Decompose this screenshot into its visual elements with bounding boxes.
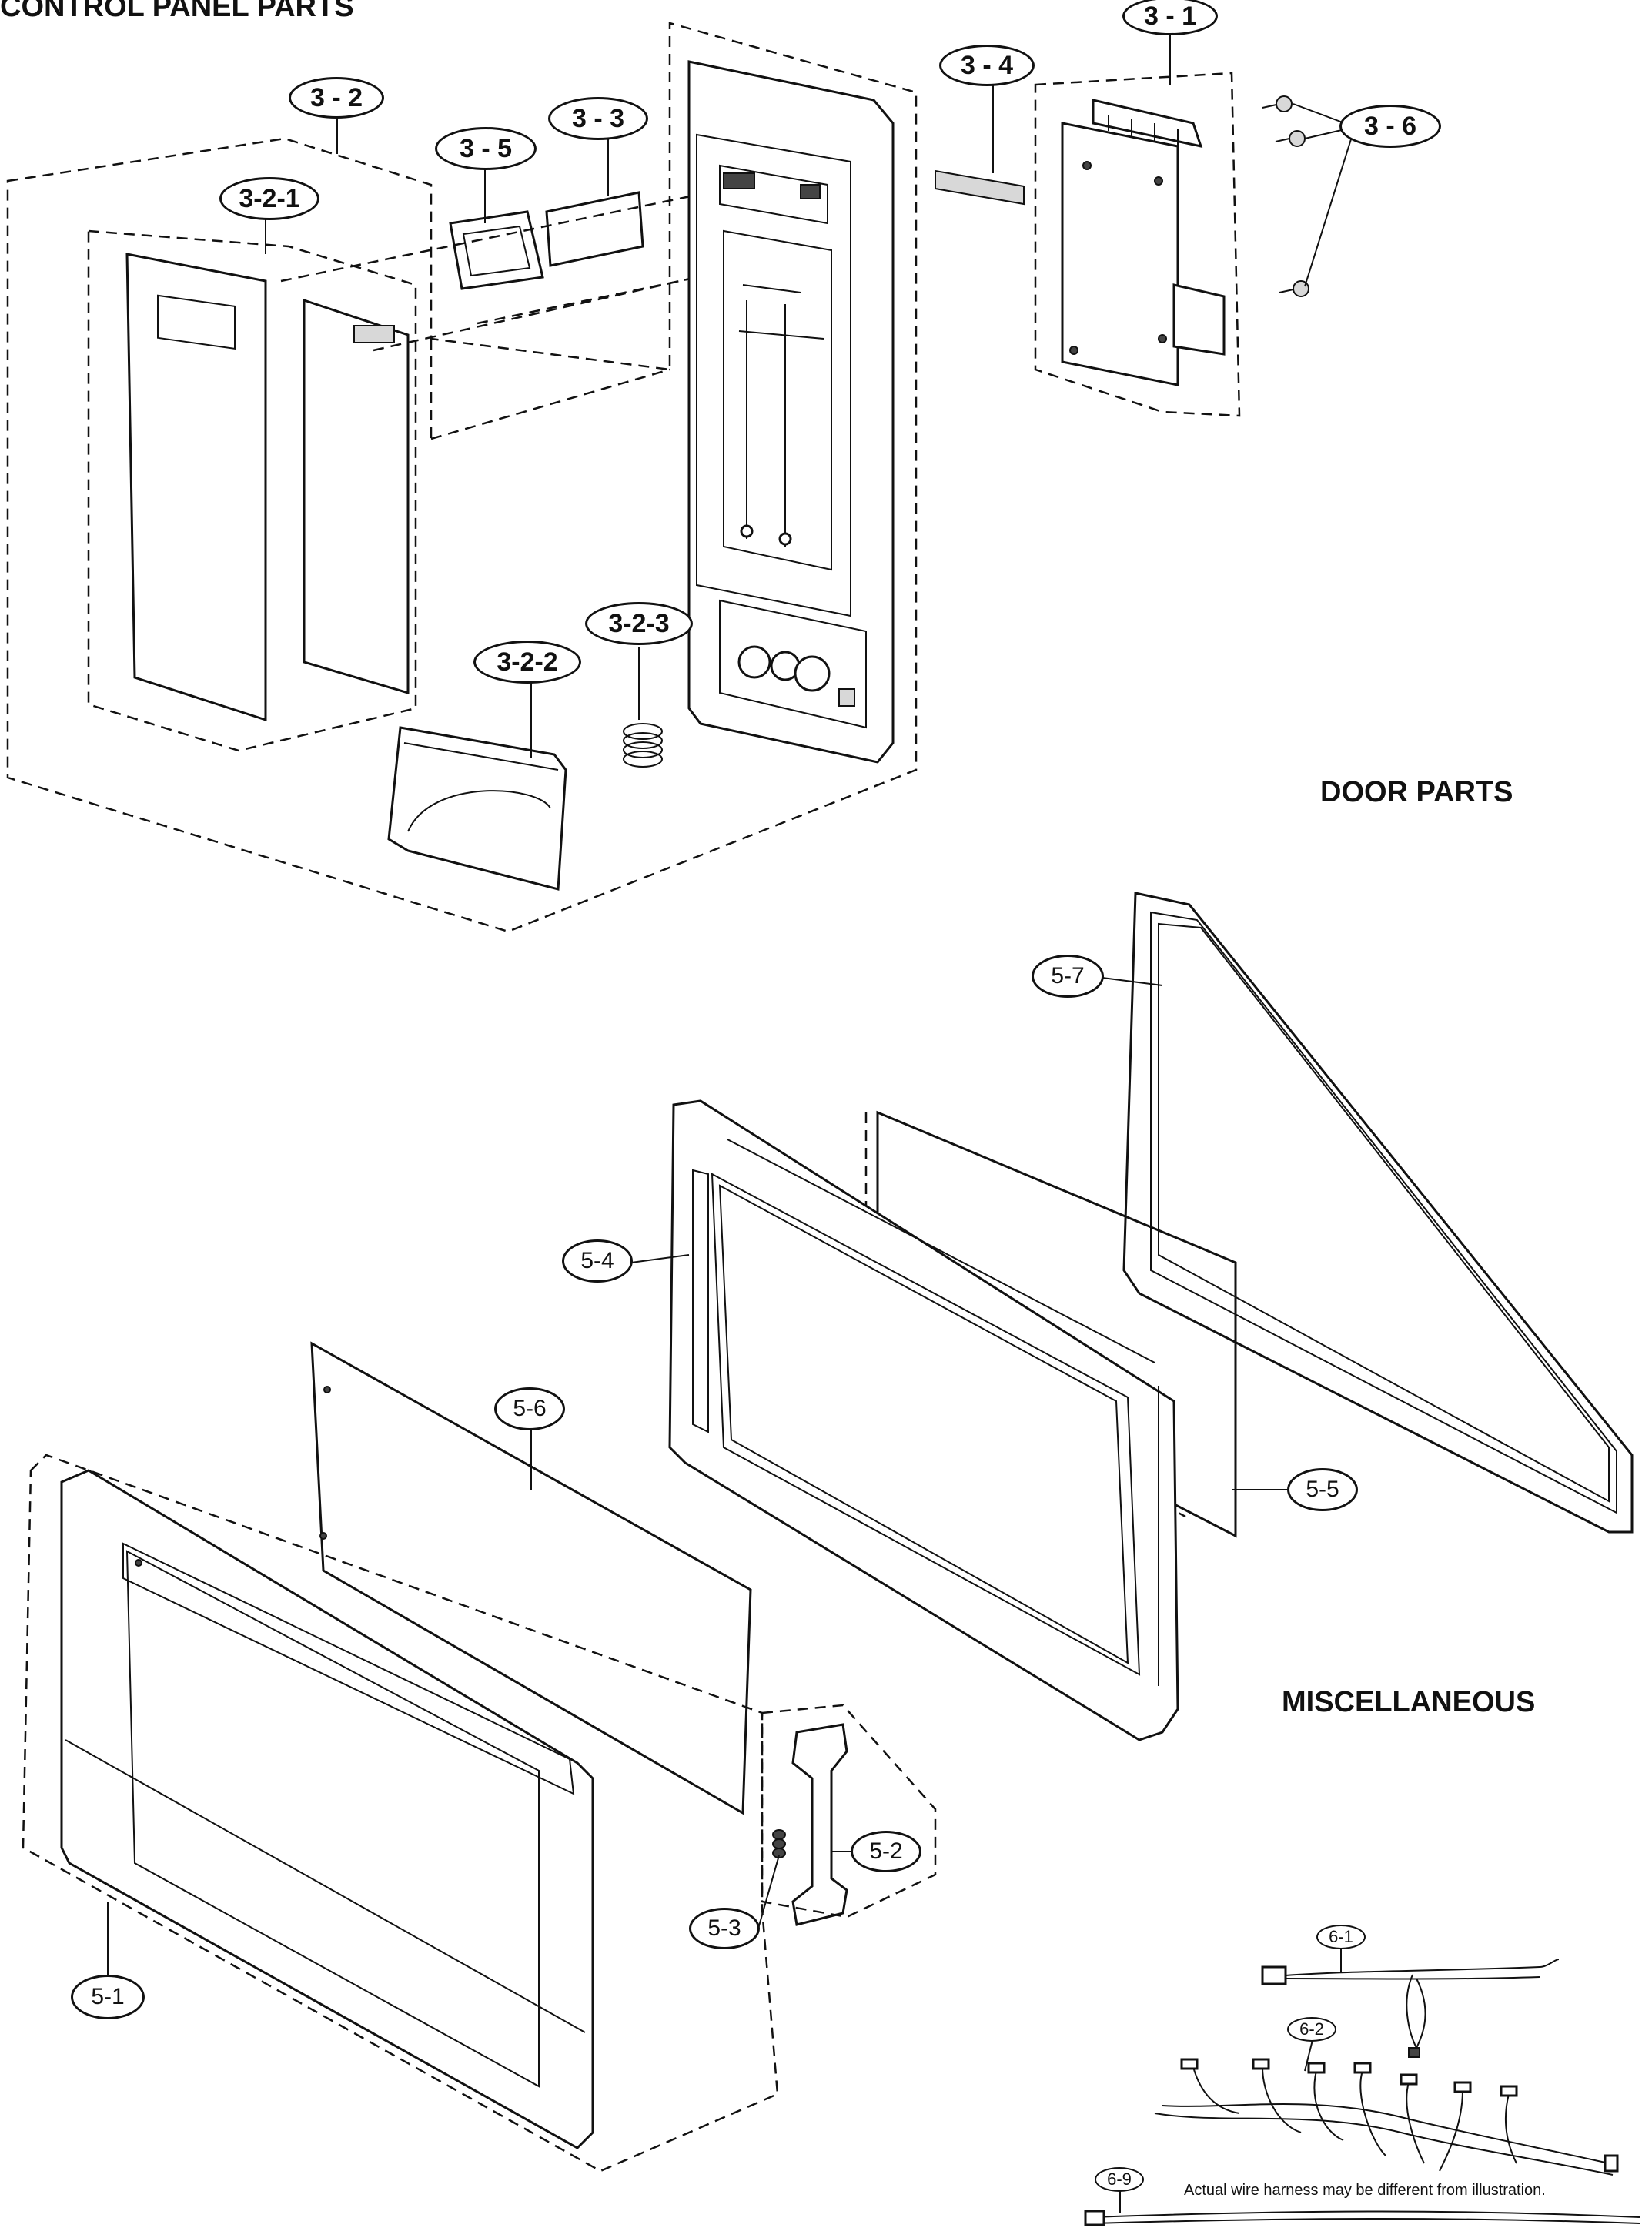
control-panel-overlay (125, 253, 267, 722)
callout-6-9: 6-9 (1095, 2167, 1144, 2192)
door-frame (668, 1099, 1179, 1741)
door-window (125, 1550, 540, 2088)
callout-3-3: 3 - 3 (548, 97, 648, 140)
membrane-sheet (303, 298, 410, 695)
leader-lines (107, 31, 1356, 2213)
control-frame-inner (696, 133, 851, 617)
subassembly-3-2-1-outline (87, 229, 417, 752)
callout-6-2: 6-2 (1287, 2017, 1336, 2042)
wire-harness-6-9 (1084, 2210, 1640, 2226)
callout-3-6: 3 - 6 (1339, 105, 1441, 148)
display-strip (935, 169, 1025, 206)
pcb-group-outline (1034, 72, 1241, 417)
pcb-relay (1172, 283, 1226, 356)
callout-5-7: 5-7 (1032, 955, 1104, 998)
callout-5-6: 5-6 (494, 1387, 565, 1430)
wire-harness-6-2 (1154, 2058, 1619, 2176)
control-panel-section-title: CONTROL PANEL PARTS (0, 0, 354, 23)
spring (623, 723, 663, 768)
callout-5-2: 5-2 (851, 1831, 921, 1872)
latch-spring (772, 1829, 786, 1858)
control-frame (687, 60, 895, 764)
callout-3-2-1: 3-2-1 (219, 177, 319, 220)
screw (1262, 95, 1293, 112)
callout-5-1: 5-1 (71, 1975, 145, 2019)
dial-cover (387, 726, 567, 891)
control-panel-group-outline (6, 22, 918, 933)
callout-3-2: 3 - 2 (289, 77, 384, 119)
screw (1275, 130, 1306, 147)
callout-3-1: 3 - 1 (1122, 0, 1218, 35)
door-choke-frame (1122, 892, 1634, 1534)
wire-harness-6-1 (1261, 1959, 1560, 2058)
callout-3-5: 3 - 5 (435, 127, 537, 170)
control-pcb (1061, 122, 1179, 386)
door-assembly-outline (22, 1454, 779, 2173)
callout-3-4: 3 - 4 (939, 45, 1035, 86)
latch-hook (791, 1723, 848, 1926)
callout-6-1: 6-1 (1316, 1925, 1366, 1949)
callout-5-4: 5-4 (562, 1239, 633, 1283)
screw (1279, 280, 1309, 297)
callout-3-2-3: 3-2-3 (585, 602, 693, 645)
harness-disclaimer-note: Actual wire harness may be different fro… (1184, 2182, 1546, 2199)
pcb-connector (1092, 99, 1203, 149)
door-outer-panel (60, 1469, 594, 2149)
door-insulation-plate (310, 1341, 752, 1815)
display-window (449, 210, 544, 290)
miscellaneous-section-title: MISCELLANEOUS (1282, 1686, 1536, 1718)
callout-5-3: 5-3 (689, 1908, 760, 1949)
latch-group-outline (761, 1704, 937, 1919)
display-plate (545, 191, 644, 267)
callout-3-2-2: 3-2-2 (473, 641, 581, 684)
callout-5-5: 5-5 (1287, 1468, 1358, 1511)
door-parts-section-title: DOOR PARTS (1320, 776, 1513, 808)
door-frame-window (718, 1184, 1129, 1664)
